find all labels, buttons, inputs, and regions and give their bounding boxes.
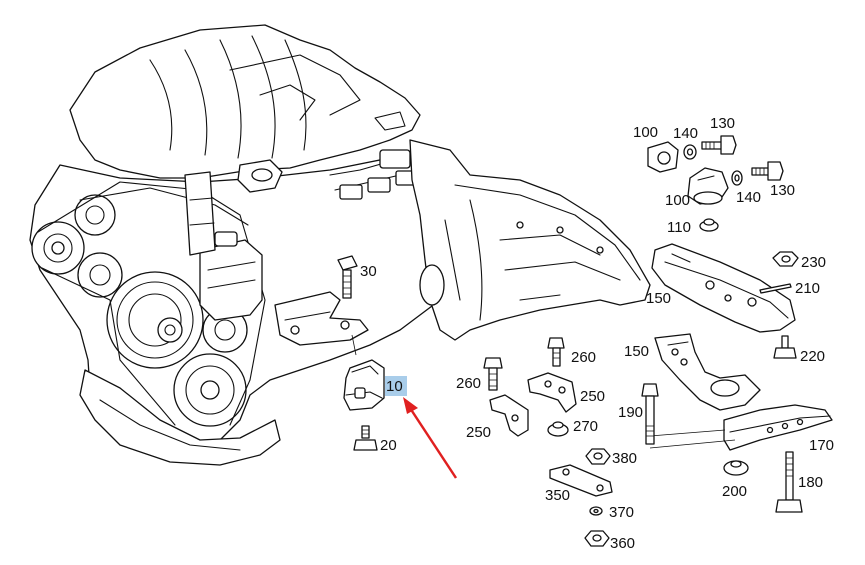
crossmember-part-170[interactable] xyxy=(649,404,833,451)
bolt-part-190[interactable] xyxy=(641,383,659,445)
callout-150-crossmember[interactable]: 150 xyxy=(624,343,649,360)
callout-100-top[interactable]: 100 xyxy=(633,124,658,141)
pin-part-210[interactable] xyxy=(759,283,792,294)
callout-260-left[interactable]: 260 xyxy=(456,375,481,392)
callout-360[interactable]: 360 xyxy=(610,535,635,552)
callout-20[interactable]: 20 xyxy=(380,437,397,454)
rear-mount-part-100-top[interactable] xyxy=(647,141,679,173)
support-plate-part-150[interactable] xyxy=(651,243,796,333)
callout-140-bottom[interactable]: 140 xyxy=(736,189,761,206)
bushing-part-200[interactable] xyxy=(723,460,749,476)
callout-100-bottom[interactable]: 100 xyxy=(665,192,690,209)
bolt-part-30[interactable] xyxy=(337,255,358,299)
bolt-part-260-right[interactable] xyxy=(547,337,565,367)
bolt-part-220[interactable] xyxy=(773,335,797,359)
transmission-crossmember-part-150[interactable] xyxy=(654,333,761,411)
red-pointer-arrow-icon xyxy=(403,397,458,479)
nut-part-270[interactable] xyxy=(547,421,569,437)
bolt-part-130-bottom[interactable] xyxy=(751,161,784,181)
callout-190[interactable]: 190 xyxy=(618,404,643,421)
callout-250-right[interactable]: 250 xyxy=(580,388,605,405)
callout-30[interactable]: 30 xyxy=(360,263,377,280)
callout-180[interactable]: 180 xyxy=(798,474,823,491)
bolt-part-20[interactable] xyxy=(353,425,378,451)
transmission-drawing xyxy=(409,139,651,341)
bracket-part-250-right[interactable] xyxy=(527,372,577,413)
callout-200[interactable]: 200 xyxy=(722,483,747,500)
callout-380[interactable]: 380 xyxy=(612,450,637,467)
washer-part-370[interactable] xyxy=(589,506,603,516)
callout-220[interactable]: 220 xyxy=(800,348,825,365)
callout-260-right[interactable]: 260 xyxy=(571,349,596,366)
bracket-part-350[interactable] xyxy=(549,464,613,497)
nut-part-110[interactable] xyxy=(699,218,719,232)
callout-350[interactable]: 350 xyxy=(545,487,570,504)
callout-130-bottom[interactable]: 130 xyxy=(770,182,795,199)
callout-10[interactable]: 10 xyxy=(386,378,403,395)
nut-part-360[interactable] xyxy=(584,530,610,547)
rear-mount-part-100-bottom[interactable] xyxy=(687,167,729,205)
callout-170[interactable]: 170 xyxy=(809,437,834,454)
callout-150-plate[interactable]: 150 xyxy=(646,290,671,307)
bolt-part-180[interactable] xyxy=(775,451,803,513)
callout-270[interactable]: 270 xyxy=(573,418,598,435)
bracket-part-250-left[interactable] xyxy=(489,394,529,437)
callout-130-top[interactable]: 130 xyxy=(710,115,735,132)
washer-part-140-top[interactable] xyxy=(683,144,697,160)
callout-210[interactable]: 210 xyxy=(795,280,820,297)
nut-part-380[interactable] xyxy=(585,448,611,465)
callout-140-top[interactable]: 140 xyxy=(673,125,698,142)
callout-250-left[interactable]: 250 xyxy=(466,424,491,441)
engine-mount-part-10[interactable] xyxy=(343,359,385,411)
callout-370[interactable]: 370 xyxy=(609,504,634,521)
callout-10-highlight xyxy=(385,376,407,396)
washer-part-140-bottom[interactable] xyxy=(731,170,743,186)
bolt-part-130-top[interactable] xyxy=(701,135,737,155)
callout-230[interactable]: 230 xyxy=(801,254,826,271)
bolt-part-260-left[interactable] xyxy=(483,357,503,391)
nut-part-230[interactable] xyxy=(772,251,799,267)
engine-block-drawing xyxy=(29,24,456,466)
callout-110[interactable]: 110 xyxy=(667,219,691,236)
